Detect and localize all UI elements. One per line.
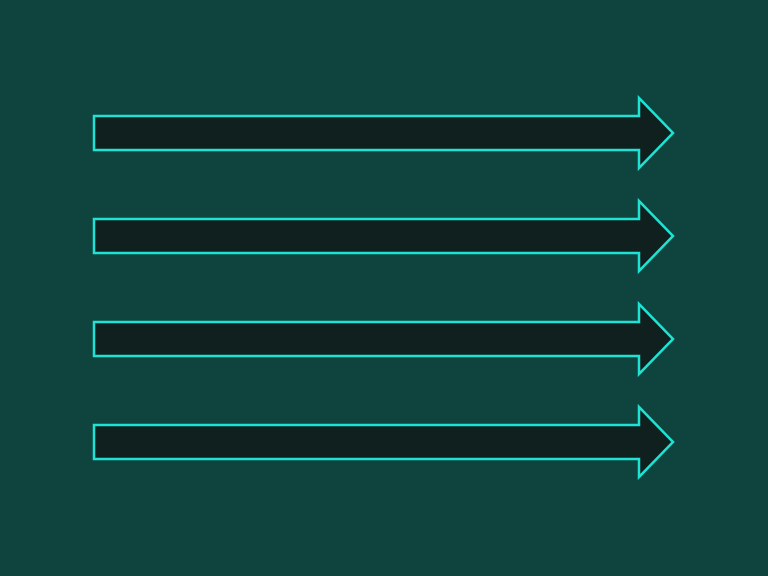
right-arrow-icon	[92, 300, 675, 378]
arrow-stack	[92, 94, 675, 481]
right-arrow-icon	[92, 197, 675, 275]
right-arrow-icon	[92, 94, 675, 172]
right-arrow-icon	[92, 403, 675, 481]
